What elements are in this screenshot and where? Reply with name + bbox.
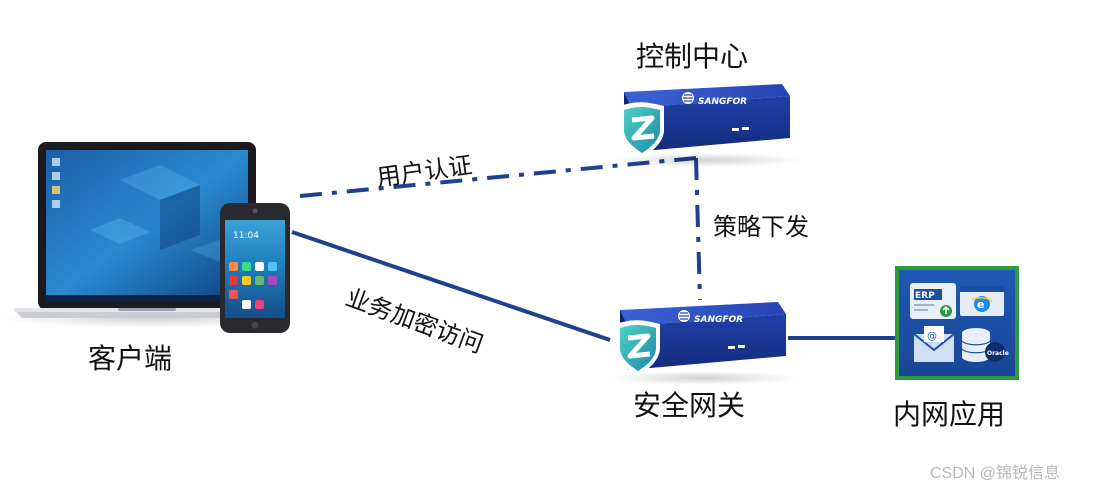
phone: 11:04: [220, 203, 290, 333]
shield-logo-icon: [616, 320, 660, 376]
svg-text:@: @: [927, 331, 937, 342]
browser-icon: e: [960, 286, 1004, 316]
brand-label: SANGFOR: [694, 315, 743, 325]
connection-lines: [291, 156, 898, 342]
erp-icon: ERP: [910, 283, 956, 319]
brand-label: SANGFOR: [698, 97, 747, 107]
intranet-apps-panel: ERP e @ Oracle: [895, 266, 1019, 380]
user-auth-line: [299, 156, 697, 198]
control-center-label: 控制中心: [636, 40, 748, 73]
policy-dispatch-line: [694, 157, 702, 301]
oracle-label: Oracle: [987, 350, 1009, 357]
intranet-apps-label: 内网应用: [893, 398, 1005, 431]
user-auth-label: 用户认证: [375, 151, 474, 192]
phone-app-grid: [229, 262, 277, 309]
shield-logo-icon: [620, 102, 664, 158]
security-gateway-label: 安全网关: [633, 389, 745, 422]
client-label: 客户端: [88, 342, 172, 375]
erp-label: ERP: [915, 291, 935, 301]
mail-icon: @: [913, 326, 955, 362]
security-gateway-device: SANGFOR: [608, 302, 798, 385]
laptop: [14, 142, 280, 318]
encrypted-access-line: [291, 230, 611, 342]
database-icon: Oracle: [961, 328, 1009, 362]
watermark: CSDN @锦锐信息: [930, 464, 1060, 482]
phone-time: 11:04: [233, 231, 259, 241]
client-devices: 11:04: [0, 142, 300, 333]
control-center-device: SANGFOR: [612, 84, 802, 167]
svg-text:e: e: [977, 298, 984, 311]
policy-dispatch-label: 策略下发: [713, 213, 809, 241]
encrypted-access-label: 业务加密访问: [342, 283, 487, 359]
